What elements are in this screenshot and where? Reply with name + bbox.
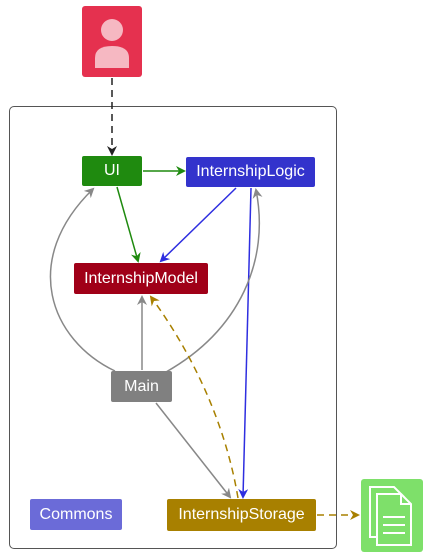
internship-model-label: InternshipModel bbox=[84, 269, 198, 287]
internship-logic-component: InternshipLogic bbox=[186, 157, 315, 187]
edge-logic-model bbox=[159, 187, 237, 263]
commons-component-label: Commons bbox=[39, 505, 113, 523]
user-actor bbox=[82, 6, 142, 77]
edge-main-storage bbox=[155, 402, 232, 499]
internship-logic-label: InternshipLogic bbox=[196, 163, 305, 180]
ui-component-label: UI bbox=[104, 162, 120, 179]
internship-storage-component: InternshipStorage bbox=[167, 499, 316, 531]
edge-storage-model bbox=[149, 295, 239, 499]
edge-main-ui bbox=[49, 187, 116, 372]
commons-component: Commons bbox=[30, 499, 122, 530]
user-icon bbox=[82, 6, 142, 77]
storage-file bbox=[361, 479, 423, 552]
edge-ui-model bbox=[116, 186, 141, 263]
main-component-label: Main bbox=[124, 377, 159, 395]
edge-logic-storage bbox=[238, 187, 252, 499]
ui-component: UI bbox=[82, 156, 142, 186]
main-component: Main bbox=[111, 371, 172, 402]
internship-storage-label: InternshipStorage bbox=[178, 506, 305, 523]
system-boundary bbox=[9, 106, 337, 549]
internship-model-component: InternshipModel bbox=[74, 263, 208, 294]
file-document-icon bbox=[361, 479, 423, 552]
edge-main-logic bbox=[165, 188, 263, 373]
